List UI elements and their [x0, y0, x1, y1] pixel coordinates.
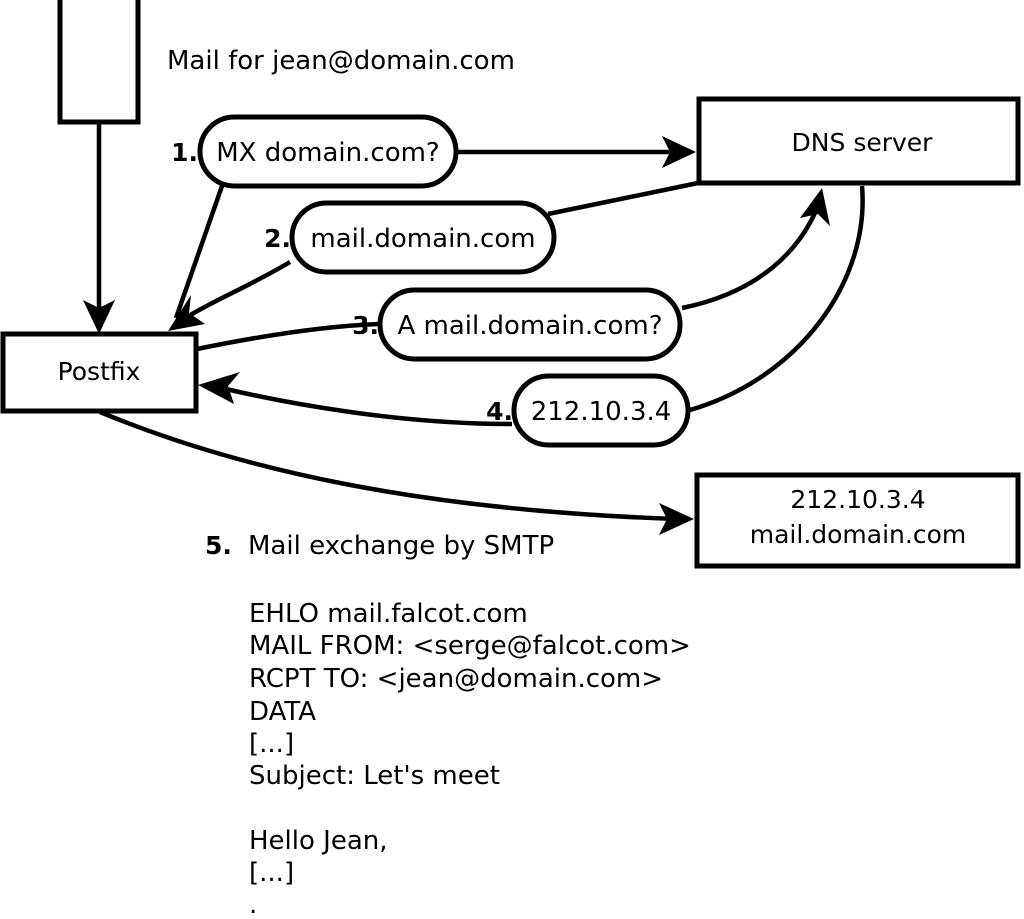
smtp-line-8: [...]: [249, 858, 294, 888]
edge-step2-to-postfix: [168, 260, 292, 331]
node-mailserver-host: mail.domain.com: [750, 520, 966, 549]
smtp-line-5: Subject: Let's meet: [249, 761, 500, 791]
step-2-number: 2.: [264, 224, 291, 253]
mail-for-caption: Mail for jean@domain.com: [167, 46, 515, 76]
step-5-number: 5.: [205, 531, 232, 560]
edge-postfix-to-step3: [196, 321, 379, 352]
step-3-label: A mail.domain.com?: [398, 311, 663, 341]
step-1-bubble[interactable]: MX domain.com?: [197, 114, 459, 189]
edge-postfix-to-mailserver: [99, 409, 694, 535]
edge-dns-to-step2: [547, 180, 699, 217]
edge-client-to-postfix: [83, 122, 115, 334]
edge-step3-to-dns: [681, 188, 830, 311]
smtp-line-1: MAIL FROM: <serge@falcot.com>: [249, 631, 691, 661]
step-1-number: 1.: [171, 138, 198, 167]
smtp-line-2: RCPT TO: <jean@domain.com>: [249, 664, 663, 694]
step-4-bubble[interactable]: 212.10.3.4: [511, 373, 691, 448]
edge-step4-to-postfix: [198, 372, 513, 427]
step-2-bubble[interactable]: mail.domain.com: [289, 200, 557, 275]
smtp-line-4: [...]: [249, 729, 294, 759]
node-mailserver-ip: 212.10.3.4: [790, 485, 925, 514]
step-4-label: 212.10.3.4: [531, 397, 672, 427]
step-4-number: 4.: [486, 397, 513, 426]
smtp-line-7: Hello Jean,: [249, 826, 388, 856]
step-3-bubble[interactable]: A mail.domain.com?: [377, 287, 683, 362]
smtp-line-9: .: [249, 890, 257, 919]
node-dns-label: DNS server: [792, 128, 934, 157]
node-postfix-box[interactable]: Postfix: [0, 331, 199, 414]
edge-dns-to-step4: [689, 185, 865, 413]
step-1-label: MX domain.com?: [216, 138, 439, 168]
edge-step1-to-dns: [458, 136, 696, 168]
node-postfix-label: Postfix: [58, 357, 141, 386]
step-2-label: mail.domain.com: [310, 224, 535, 254]
node-client-box[interactable]: [57, 0, 141, 125]
smtp-line-0: EHLO mail.falcot.com: [249, 599, 528, 629]
smtp-line-3: DATA: [249, 697, 316, 727]
edge-postfix-to-step1: [173, 185, 225, 319]
step-3-number: 3.: [352, 311, 379, 340]
node-mailserver-box[interactable]: 212.10.3.4 mail.domain.com: [694, 472, 1021, 569]
node-dns-box[interactable]: DNS server: [696, 96, 1021, 186]
step-5-label: Mail exchange by SMTP: [248, 531, 554, 561]
